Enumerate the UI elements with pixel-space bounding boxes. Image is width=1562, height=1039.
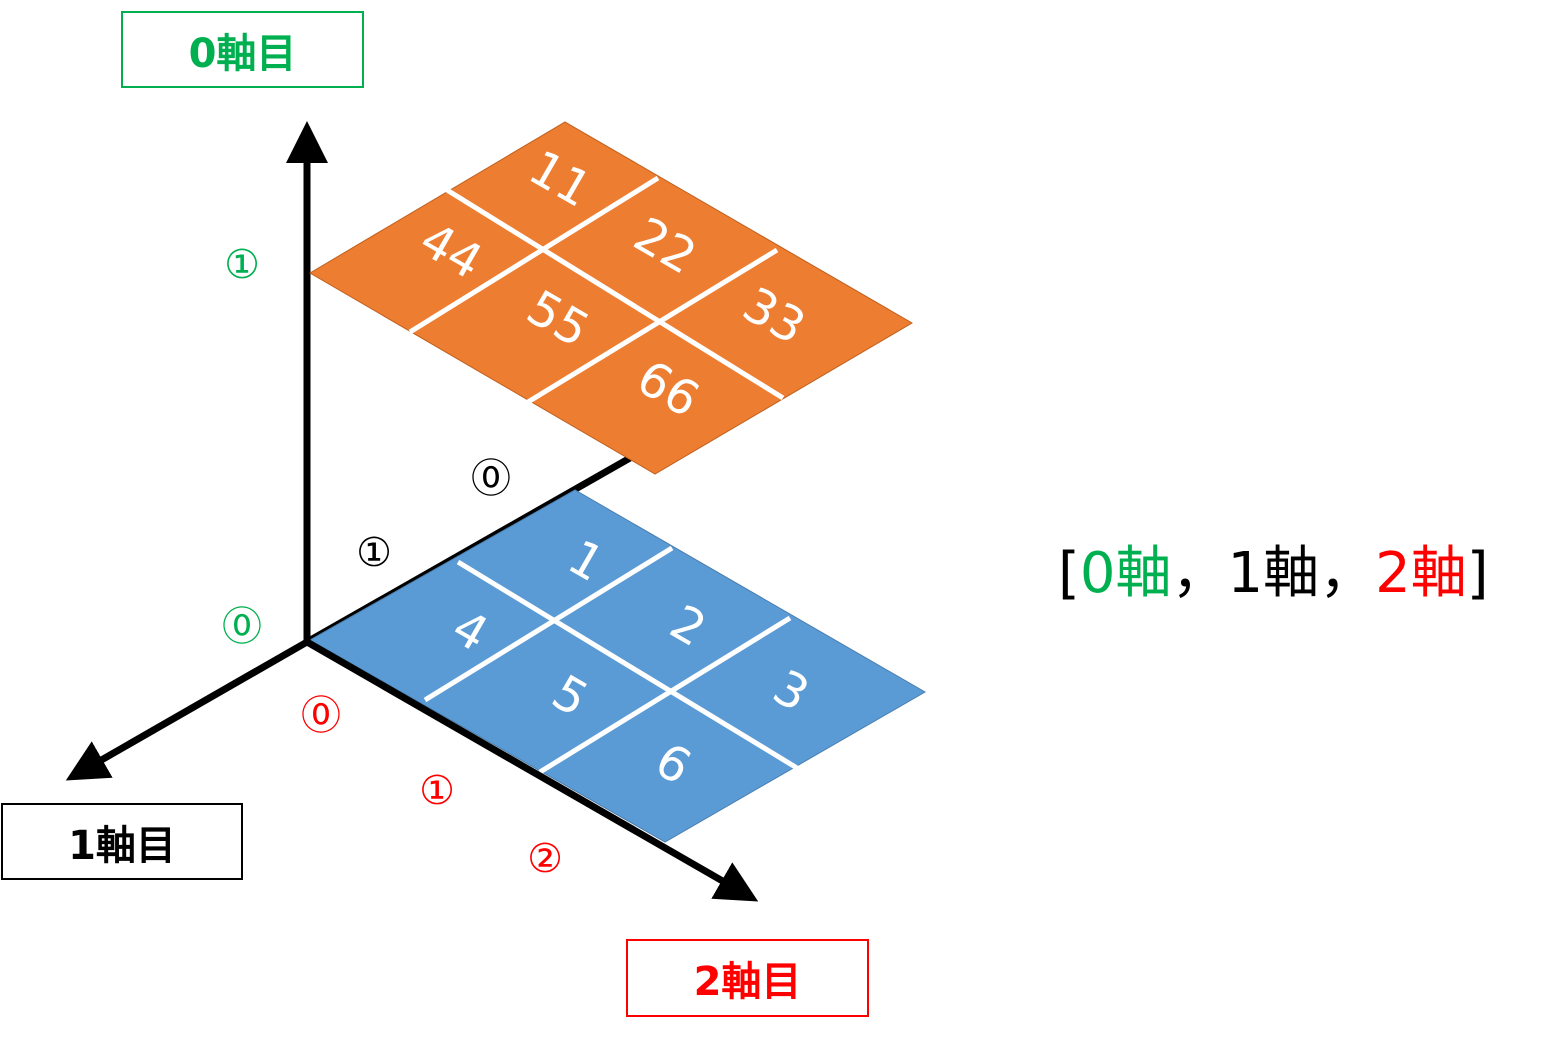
axis1-index-0: ⓪ [471,456,511,502]
axis0-label: 0軸目 [188,30,297,77]
axis0-index-1: ① [224,242,260,288]
legend-open-bracket: [ [1058,541,1080,606]
axis0-label-box: 0軸目 [121,11,364,88]
axis2-index-2: ② [527,836,563,882]
axis2-arrow [305,638,759,902]
legend-axis1: 1軸 [1227,541,1320,606]
legend-close-bracket: ] [1466,541,1489,606]
axis1-arrow [65,638,309,781]
axis-order-legend: [0軸，1軸，2軸] [1058,528,1489,609]
layer0-plane [308,489,927,843]
legend-axis2: 2軸 [1375,541,1467,606]
layer1-plane [309,121,913,475]
axis0-index-0: ⓪ [222,604,262,650]
axis1-label: 1軸目 [68,822,176,869]
legend-axis0: 0軸 [1079,541,1172,606]
axis2-label-box: 2軸目 [626,939,869,1017]
axis2-label: 2軸目 [693,959,802,1005]
axis2-index-0: ⓪ [301,693,341,739]
legend-sep1: ， [1171,541,1228,606]
legend-sep2: ， [1319,541,1376,606]
axis1-label-box: 1軸目 [1,803,243,880]
axis1-index-1: ① [356,530,392,576]
axis2-index-1: ① [419,768,455,814]
